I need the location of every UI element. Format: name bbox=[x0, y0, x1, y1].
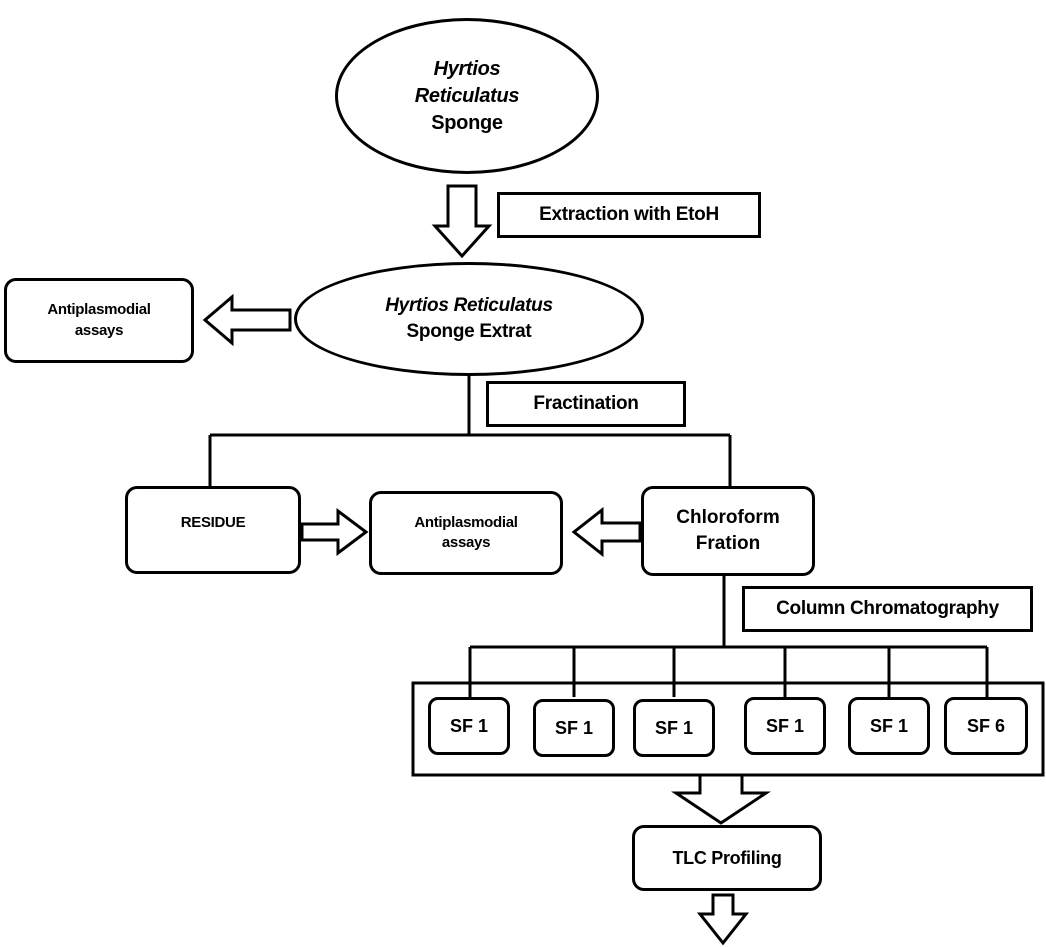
subfraction-1-text: SF 1 bbox=[449, 715, 488, 736]
subfraction-6: SF 6 bbox=[944, 697, 1028, 755]
sponge-species: Reticulatus bbox=[414, 84, 520, 107]
subfraction-4-text: SF 1 bbox=[765, 715, 804, 736]
extract-word: Sponge Extrat bbox=[406, 321, 532, 342]
residue-node: RESIDUE bbox=[125, 486, 301, 574]
arrow-left-chloroform bbox=[571, 506, 642, 558]
assay-top-line2: assays bbox=[74, 321, 124, 339]
subfraction-5: SF 1 bbox=[848, 697, 930, 755]
chloroform-line2: Fration bbox=[695, 533, 761, 554]
chloroform-line1: Chloroform bbox=[676, 507, 780, 529]
fractination-label-text: Fractination bbox=[533, 393, 639, 415]
extract-species: Hyrtios Reticulatus bbox=[385, 295, 553, 317]
assay-mid-line2: assays bbox=[441, 534, 491, 551]
subfraction-3-text: SF 1 bbox=[654, 717, 693, 738]
chloroform-node: Chloroform Fration bbox=[641, 486, 815, 576]
arrow-left-assay-top bbox=[202, 293, 292, 347]
tlc-profiling-text: TLC Profiling bbox=[672, 847, 782, 868]
extraction-label: Extraction with EtoH bbox=[497, 192, 761, 238]
assay-mid-node: Antiplasmodial assays bbox=[369, 491, 563, 575]
sponge-node: Hyrtios Reticulatus Sponge bbox=[335, 18, 599, 174]
assay-top-node: Antiplasmodial assays bbox=[4, 278, 194, 363]
subfraction-6-text: SF 6 bbox=[966, 715, 1005, 736]
subfraction-container bbox=[411, 681, 1045, 777]
sponge-word: Sponge bbox=[431, 111, 503, 134]
subfraction-2: SF 1 bbox=[533, 699, 615, 757]
column-chromatography-label: Column Chromatography bbox=[742, 586, 1033, 632]
subfraction-3: SF 1 bbox=[633, 699, 715, 757]
assay-mid-line1: Antiplasmodial bbox=[414, 513, 518, 531]
assay-top-line1: Antiplasmodial bbox=[47, 301, 151, 319]
subfraction-5-text: SF 1 bbox=[869, 715, 908, 736]
column-chromatography-text: Column Chromatography bbox=[776, 598, 999, 620]
subfraction-4: SF 1 bbox=[744, 697, 826, 755]
arrow-down-tlc bbox=[671, 773, 771, 825]
subfraction-1: SF 1 bbox=[428, 697, 510, 755]
extract-node: Hyrtios Reticulatus Sponge Extrat bbox=[294, 262, 644, 376]
fractination-label: Fractination bbox=[486, 381, 686, 427]
arrow-down-extraction bbox=[431, 184, 493, 259]
arrow-down-bottom bbox=[696, 893, 750, 946]
extraction-label-text: Extraction with EtoH bbox=[539, 204, 719, 226]
residue-text: RESIDUE bbox=[180, 514, 246, 531]
tlc-profiling-node: TLC Profiling bbox=[632, 825, 822, 891]
arrow-right-residue bbox=[300, 508, 369, 556]
subfraction-2-text: SF 1 bbox=[554, 717, 593, 738]
sponge-genus: Hyrtios bbox=[433, 57, 501, 80]
